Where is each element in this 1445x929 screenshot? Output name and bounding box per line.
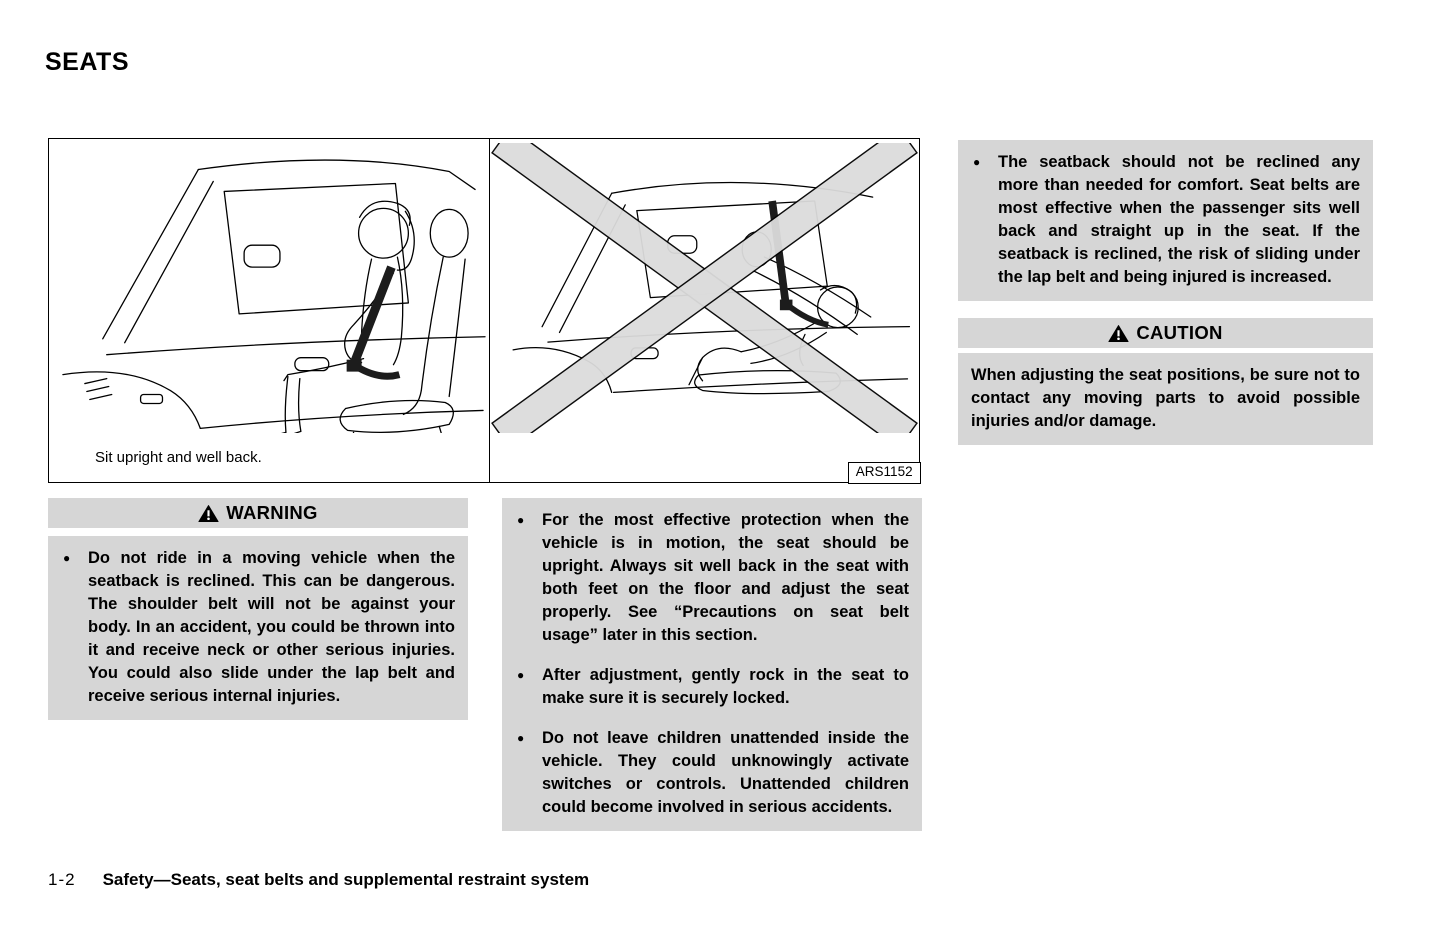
note-item: ● After adjustment, gently rock in the s… bbox=[515, 664, 909, 710]
caution-header-label: CAUTION bbox=[1136, 322, 1223, 343]
seats-figure: Sit upright and well back. bbox=[48, 138, 921, 484]
figure-panel-upright: Sit upright and well back. bbox=[49, 139, 490, 482]
page-footer: 1-2 Safety—Seats, seat belts and supplem… bbox=[48, 870, 589, 890]
caution-text: When adjusting the seat positions, be su… bbox=[971, 366, 1360, 430]
door-window bbox=[223, 182, 410, 315]
seat-belt bbox=[346, 265, 401, 380]
illustration-reclined-crossed bbox=[491, 143, 918, 433]
person-head bbox=[816, 286, 859, 329]
note-item: ● For the most effective protection when… bbox=[515, 509, 909, 647]
note-item: ● The seatback should not be reclined an… bbox=[971, 151, 1360, 289]
seatback-note-text: The seatback should not be reclined any … bbox=[998, 153, 1360, 286]
warning-section: WARNING ● Do not ride in a moving vehicl… bbox=[48, 498, 468, 720]
figure-caption: Sit upright and well back. bbox=[95, 449, 262, 466]
bullet-icon: ● bbox=[973, 155, 981, 169]
caution-icon bbox=[1108, 324, 1129, 343]
bullet-icon: ● bbox=[63, 551, 71, 565]
belt-buckle bbox=[779, 299, 793, 311]
illustration-upright-seated bbox=[62, 159, 486, 433]
note-text-1: For the most effective protection when t… bbox=[542, 511, 909, 644]
note-text-2: After adjustment, gently rock in the sea… bbox=[542, 666, 909, 707]
figure-panel-reclined-crossed bbox=[490, 139, 919, 482]
caution-header: CAUTION bbox=[958, 318, 1373, 348]
seat-cushion bbox=[339, 399, 454, 433]
right-column: ● The seatback should not be reclined an… bbox=[958, 140, 1373, 445]
warning-header: WARNING bbox=[48, 498, 468, 528]
car-roof-line bbox=[197, 159, 476, 191]
x-cross-mark bbox=[491, 143, 918, 433]
bullet-icon: ● bbox=[517, 668, 525, 682]
seatback-note: ● The seatback should not be reclined an… bbox=[958, 140, 1373, 301]
figure-id-label: ARS1152 bbox=[847, 461, 921, 484]
caution-body: When adjusting the seat positions, be su… bbox=[958, 353, 1373, 445]
person-head bbox=[357, 207, 410, 259]
page-number: 1-2 bbox=[48, 870, 76, 889]
page-title: SEATS bbox=[45, 48, 129, 76]
warning-icon bbox=[198, 504, 219, 523]
headrest bbox=[429, 208, 469, 258]
footer-section-title: Safety—Seats, seat belts and supplementa… bbox=[102, 870, 590, 889]
warning-text: Do not ride in a moving vehicle when the… bbox=[88, 549, 455, 705]
bullet-icon: ● bbox=[517, 513, 525, 527]
seat-adjustment-notes: ● For the most effective protection when… bbox=[502, 498, 922, 831]
warning-body: ● Do not ride in a moving vehicle when t… bbox=[48, 536, 468, 720]
side-mirror bbox=[243, 244, 281, 268]
bullet-icon: ● bbox=[517, 731, 525, 745]
note-item: ● Do not leave children unattended insid… bbox=[515, 727, 909, 819]
warning-header-label: WARNING bbox=[226, 502, 318, 523]
note-text-3: Do not leave children unattended inside … bbox=[542, 729, 909, 816]
warning-item: ● Do not ride in a moving vehicle when t… bbox=[61, 547, 455, 708]
belt-buckle bbox=[346, 359, 362, 372]
